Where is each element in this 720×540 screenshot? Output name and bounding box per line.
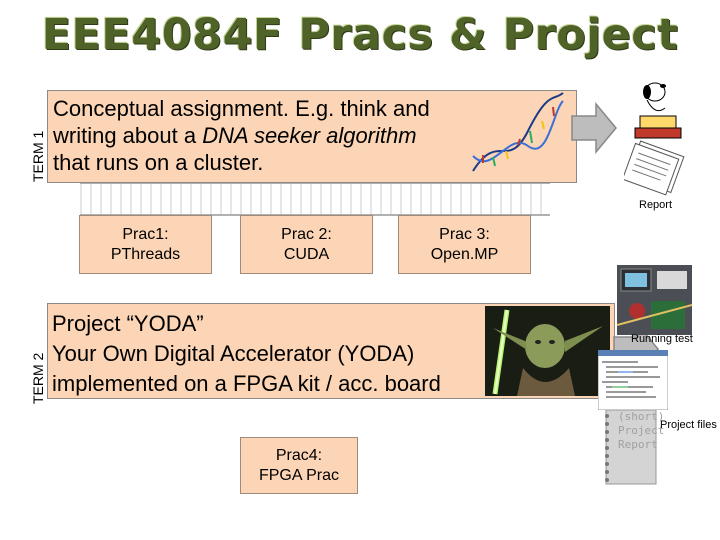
prac4-line1: Prac4: (241, 446, 357, 466)
code-screenshot (598, 350, 668, 410)
prac4-line2: FPGA Prac (241, 466, 357, 486)
page-title: EEE4084F Pracs & Project (0, 10, 720, 60)
prac2-line1: Prac 2: (241, 225, 372, 245)
prac3-line1: Prac 3: (399, 225, 530, 245)
right-arrow-icon (570, 102, 618, 154)
prac3-line2: Open.MP (399, 245, 530, 265)
notebook-icon: (short) Project Report (600, 408, 658, 486)
prac2-line2: CUDA (241, 245, 372, 265)
project-heading: Project “YODA” (52, 309, 441, 339)
scaffold-decoration (80, 182, 550, 216)
prac3-box: Prac 3: Open.MP (398, 215, 531, 274)
prac1-box: Prac1: PThreads (79, 215, 212, 274)
project-line2: implemented on a FPGA kit / acc. board (52, 369, 441, 399)
assignment-line2-pre: writing about a (53, 123, 202, 148)
assignment-line1: Conceptual assignment. E.g. think and (53, 95, 483, 122)
prac4-box: Prac4: FPGA Prac (240, 437, 358, 494)
project-files-label: Project files (660, 419, 717, 431)
prac2-box: Prac 2: CUDA (240, 215, 373, 274)
prac1-line1: Prac1: (80, 225, 211, 245)
project-line1: Your Own Digital Accelerator (YODA) (52, 339, 441, 369)
notebook-report: Report (618, 438, 664, 452)
assignment-line3: that runs on a cluster. (53, 149, 483, 176)
dna-icon (468, 91, 568, 176)
assignment-box: Conceptual assignment. E.g. think and wr… (47, 90, 577, 183)
assignment-line2-em: DNA seeker algorithm (202, 123, 416, 148)
project-box: Project “YODA” Your Own Digital Accelera… (47, 303, 615, 399)
prac1-line2: PThreads (80, 245, 211, 265)
running-test-label: Running test (631, 333, 693, 345)
term1-label: TERM 1 (30, 131, 46, 182)
notebook-short: (short) (618, 410, 664, 424)
snoopy-typewriter-icon (625, 78, 687, 142)
term2-label: TERM 2 (30, 353, 46, 404)
report-pages-icon (624, 140, 688, 198)
report-label: Report (639, 199, 672, 211)
yoda-icon (485, 306, 610, 396)
lab-bench-photo (617, 265, 692, 335)
notebook-project: Project (618, 424, 664, 438)
